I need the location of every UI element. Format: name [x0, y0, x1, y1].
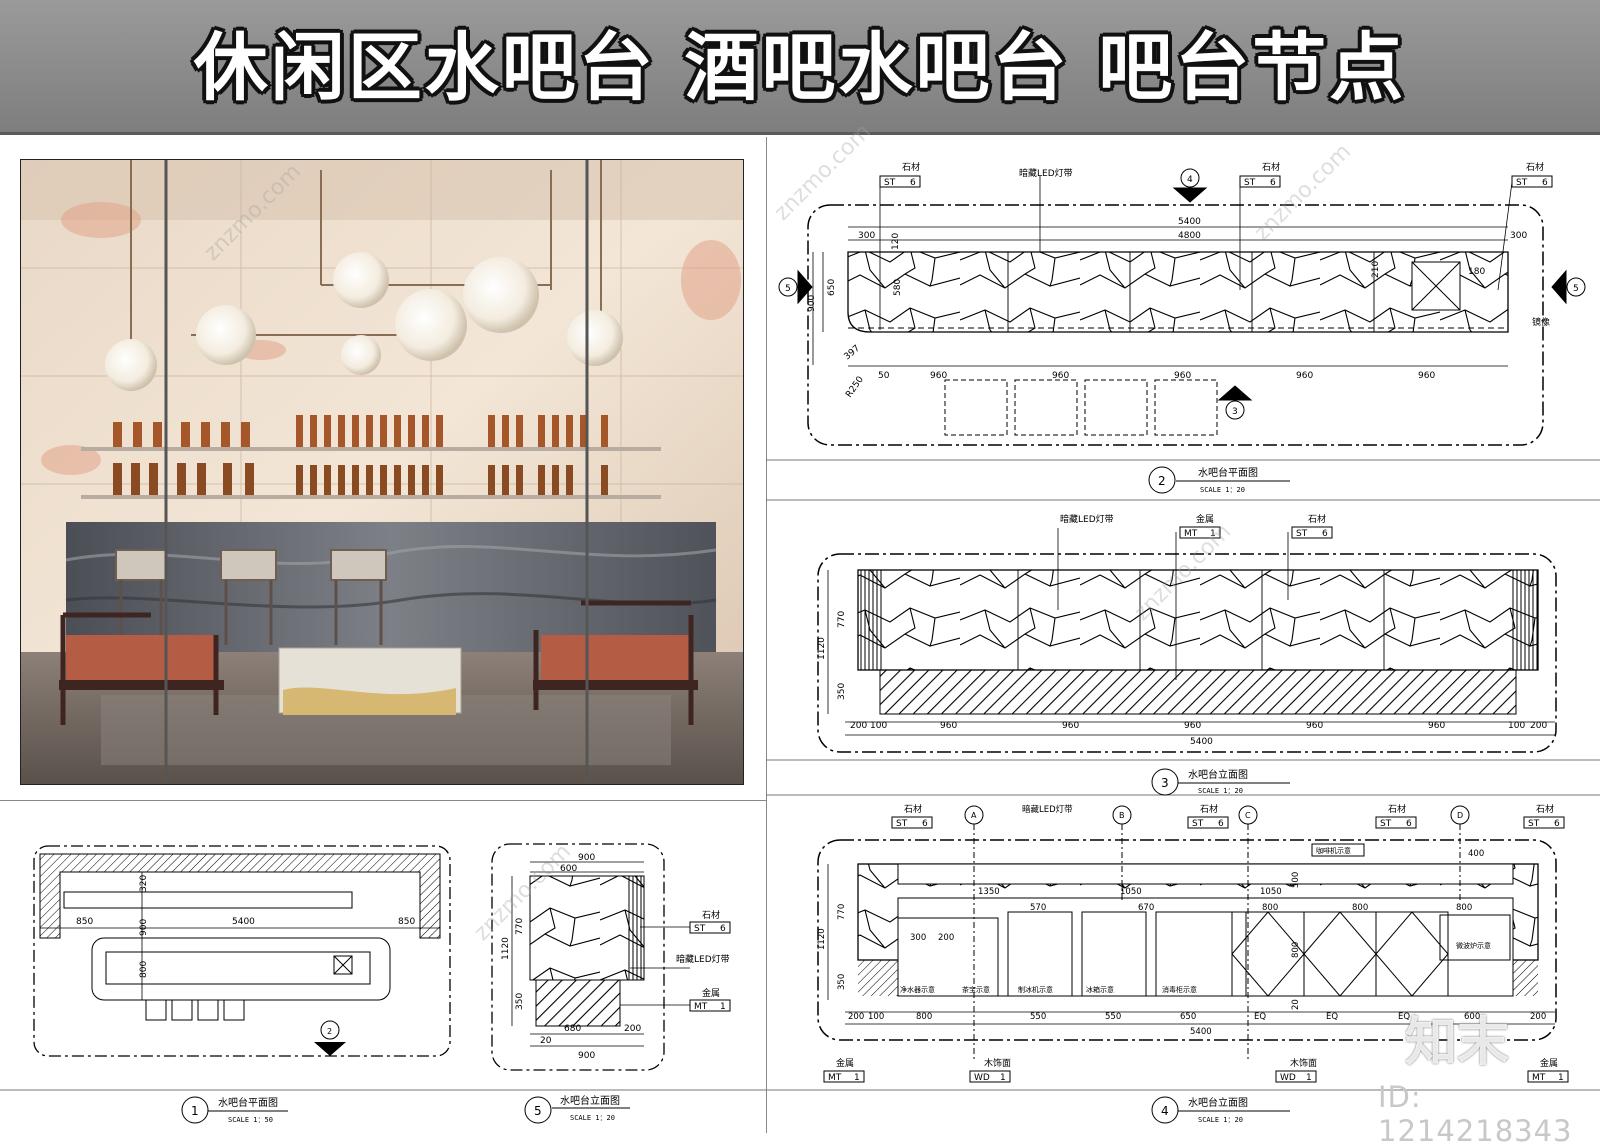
brand-logo: 知末: [1405, 1013, 1510, 1073]
panel-frame-bottom-left: [0, 800, 766, 1134]
bar-rendering-image: [20, 159, 744, 785]
panel-frame-right: [766, 137, 1600, 1133]
image-id-label: ID: 1214218343: [1378, 1080, 1573, 1148]
title-banner: 休闲区水吧台 酒吧水吧台 吧台节点: [0, 0, 1600, 135]
page-title: 休闲区水吧台 酒吧水吧台 吧台节点: [193, 25, 1407, 111]
